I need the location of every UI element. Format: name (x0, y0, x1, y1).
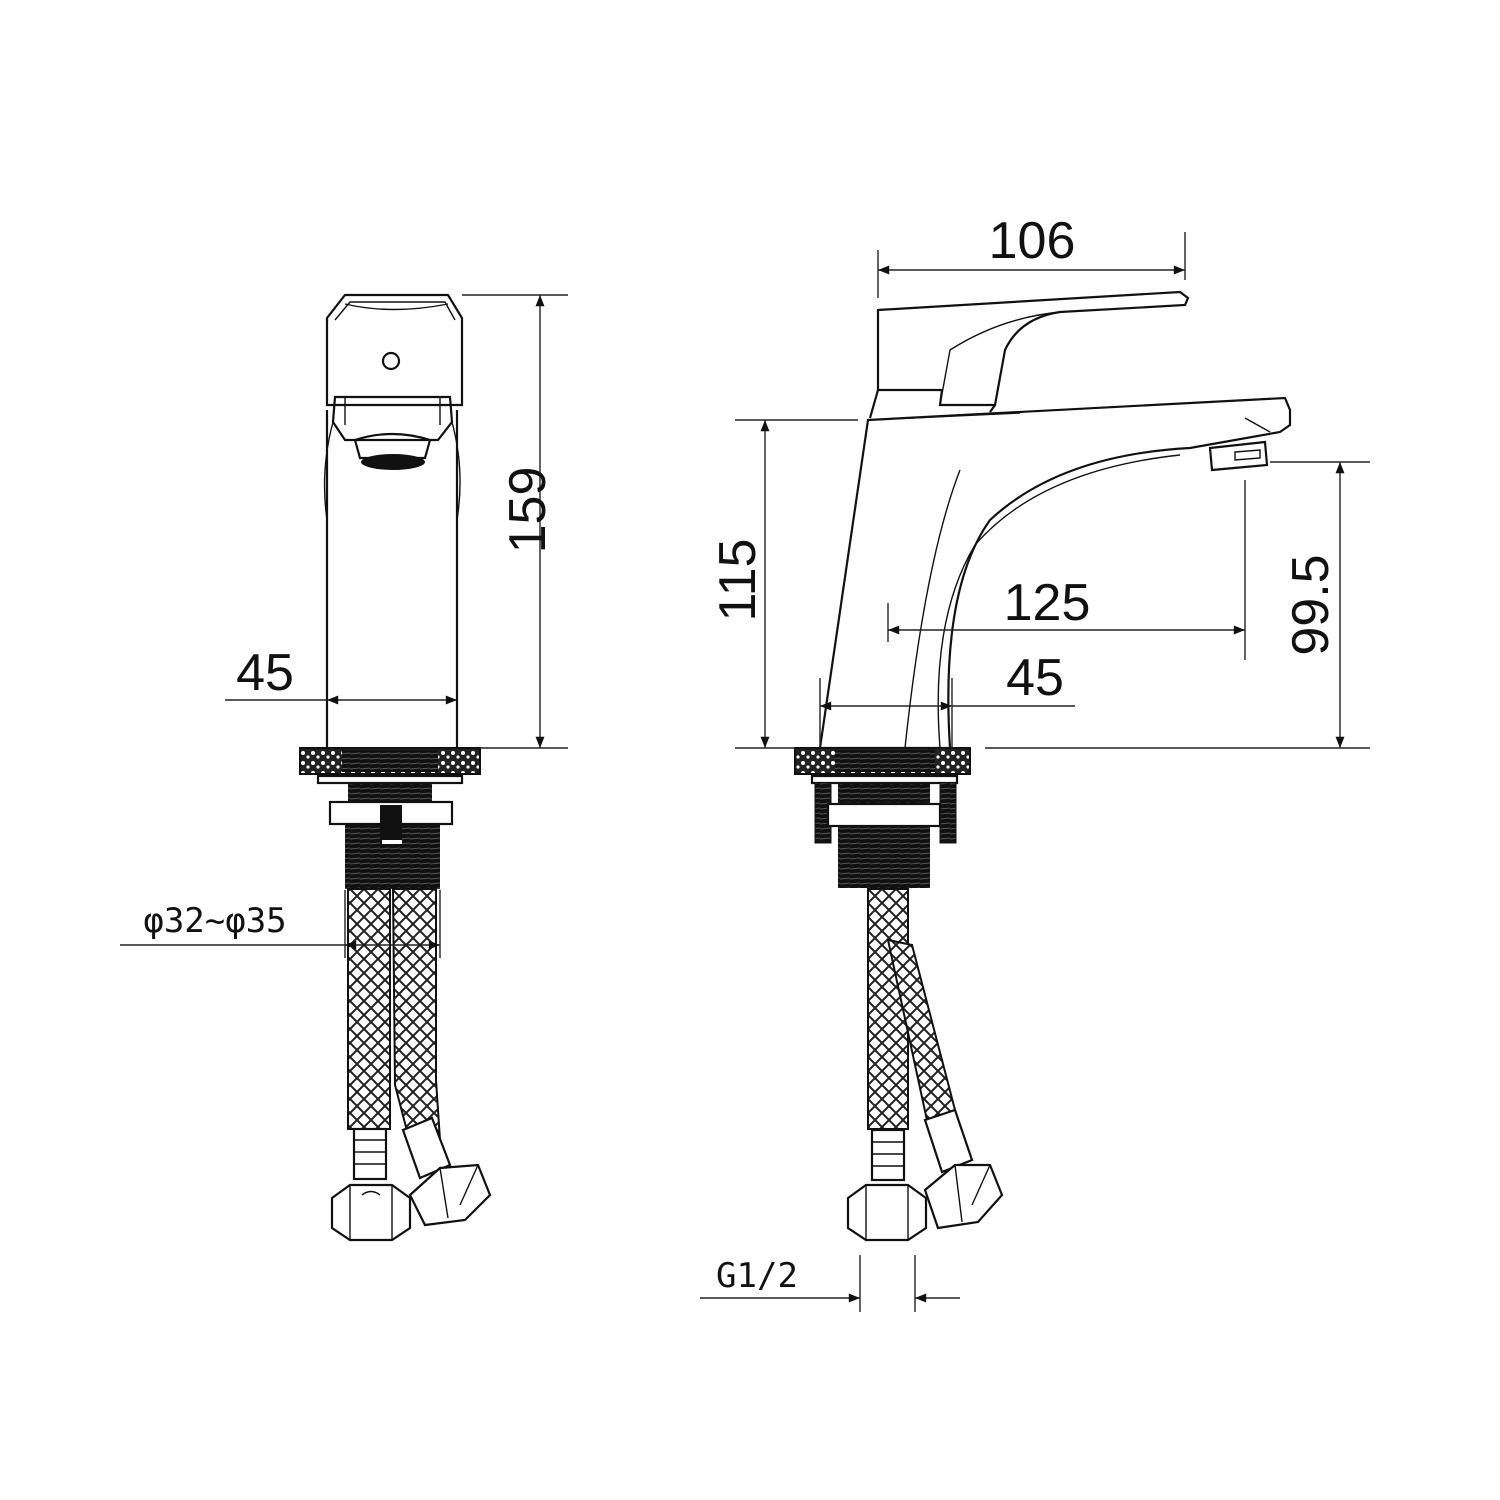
dim-reach-125: 125 (1004, 574, 1091, 632)
side-handle (868, 290, 1190, 419)
dim-height-159: 159 (499, 467, 557, 554)
front-hoses (330, 888, 492, 1242)
side-mounting (794, 747, 971, 888)
front-body (323, 395, 461, 748)
aerator (361, 454, 425, 470)
dim-width-45: 45 (236, 644, 294, 702)
hex-nut (846, 1183, 928, 1242)
side-dimensions: 106 115 125 99.5 45 G1/2 (700, 212, 1370, 1312)
front-view: 159 45 φ32~φ35 (120, 293, 568, 1242)
hex-nut (923, 1163, 1004, 1230)
dim-height-115: 115 (709, 539, 767, 622)
front-mounting (299, 747, 481, 889)
side-body (818, 396, 1292, 750)
dim-connection-g1-2: G1/2 (716, 1256, 798, 1296)
hex-nut (330, 1183, 412, 1242)
dim-base-45: 45 (1006, 649, 1064, 707)
front-dimensions: 159 45 φ32~φ35 (120, 294, 568, 958)
aerator (1208, 440, 1269, 472)
handle-screw-cap (381, 351, 401, 371)
dim-hole-diameter: φ32~φ35 (143, 901, 286, 941)
dim-handle-106: 106 (989, 212, 1076, 270)
front-handle (325, 293, 464, 407)
side-view: 106 115 125 99.5 45 G1/2 (700, 212, 1370, 1312)
side-hoses (846, 888, 1004, 1242)
dim-outlet-99-5: 99.5 (1282, 554, 1340, 655)
